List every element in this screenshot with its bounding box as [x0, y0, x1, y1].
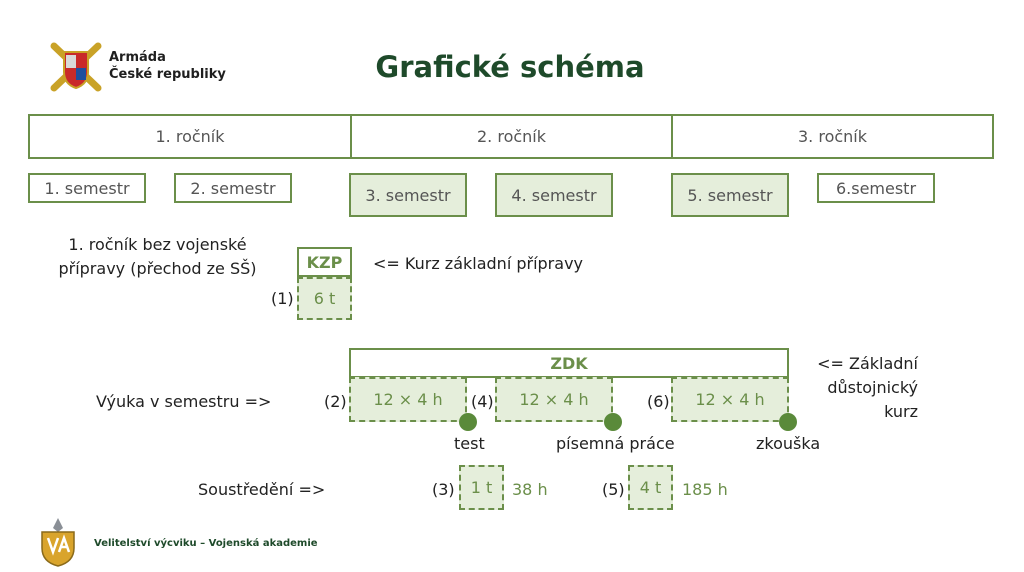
logo-text: Armáda České republiky	[109, 49, 226, 83]
milestone-exam-dot	[779, 413, 797, 431]
zdk-label-box: ZDK	[349, 348, 789, 378]
block-5-number: (5)	[602, 480, 625, 499]
zdk-desc-line-3: kurz	[884, 402, 918, 421]
block-6-number: (6)	[647, 392, 670, 411]
footer-text: Velitelství výcviku – Vojenská akademie	[94, 538, 318, 549]
logo-line-2: České republiky	[109, 67, 226, 82]
block-5-hours: 185 h	[682, 480, 728, 499]
semester-3-box: 3. semestr	[349, 173, 467, 217]
milestone-written-label: písemná práce	[556, 434, 675, 453]
semester-4-box: 4. semestr	[495, 173, 613, 217]
zdk-desc-line-2: důstojnický	[827, 378, 918, 397]
semester-2-box: 2. semestr	[174, 173, 292, 203]
milestone-test-label: test	[454, 434, 485, 453]
semester-5-box: 5. semestr	[671, 173, 789, 217]
block-2-number: (2)	[324, 392, 347, 411]
block-4-number: (4)	[471, 392, 494, 411]
kzp-number: (1)	[271, 289, 294, 308]
block-3-box: 1 t	[459, 465, 504, 510]
year-1-box: 1. ročník	[28, 114, 352, 159]
milestone-test-dot	[459, 413, 477, 431]
kzp-note-line-2: přípravy (přechod ze SŠ)	[58, 259, 257, 278]
semester-6-box: 6.semestr	[817, 173, 935, 203]
block-5-box: 4 t	[628, 465, 673, 510]
kzp-note-line-1: 1. ročník bez vojenské	[68, 235, 247, 254]
page-title: Grafické schéma	[375, 50, 645, 84]
milestone-written-dot	[604, 413, 622, 431]
kzp-duration-box: 6 t	[297, 277, 352, 320]
kzp-description: <= Kurz základní přípravy	[373, 254, 583, 273]
year-2-box: 2. ročník	[350, 114, 673, 159]
block-3-hours: 38 h	[512, 480, 548, 499]
semester-1-box: 1. semestr	[28, 173, 146, 203]
block-4-box: 12 × 4 h	[495, 377, 613, 422]
teaching-row-label: Výuka v semestru =>	[96, 392, 272, 411]
milestone-exam-label: zkouška	[756, 434, 821, 453]
block-2-box: 12 × 4 h	[349, 377, 467, 422]
block-6-box: 12 × 4 h	[671, 377, 789, 422]
block-3-number: (3)	[432, 480, 455, 499]
kzp-note: 1. ročník bez vojenské přípravy (přechod…	[45, 233, 270, 281]
zdk-desc-line-1: <= Základní	[817, 354, 918, 373]
logo-line-1: Armáda	[109, 50, 166, 65]
camp-row-label: Soustředění =>	[198, 480, 326, 499]
year-3-box: 3. ročník	[671, 114, 994, 159]
academy-logo	[36, 516, 80, 568]
army-logo	[50, 42, 102, 92]
zdk-description: <= Základní důstojnický kurz	[800, 352, 918, 424]
kzp-label-box: KZP	[297, 247, 352, 277]
